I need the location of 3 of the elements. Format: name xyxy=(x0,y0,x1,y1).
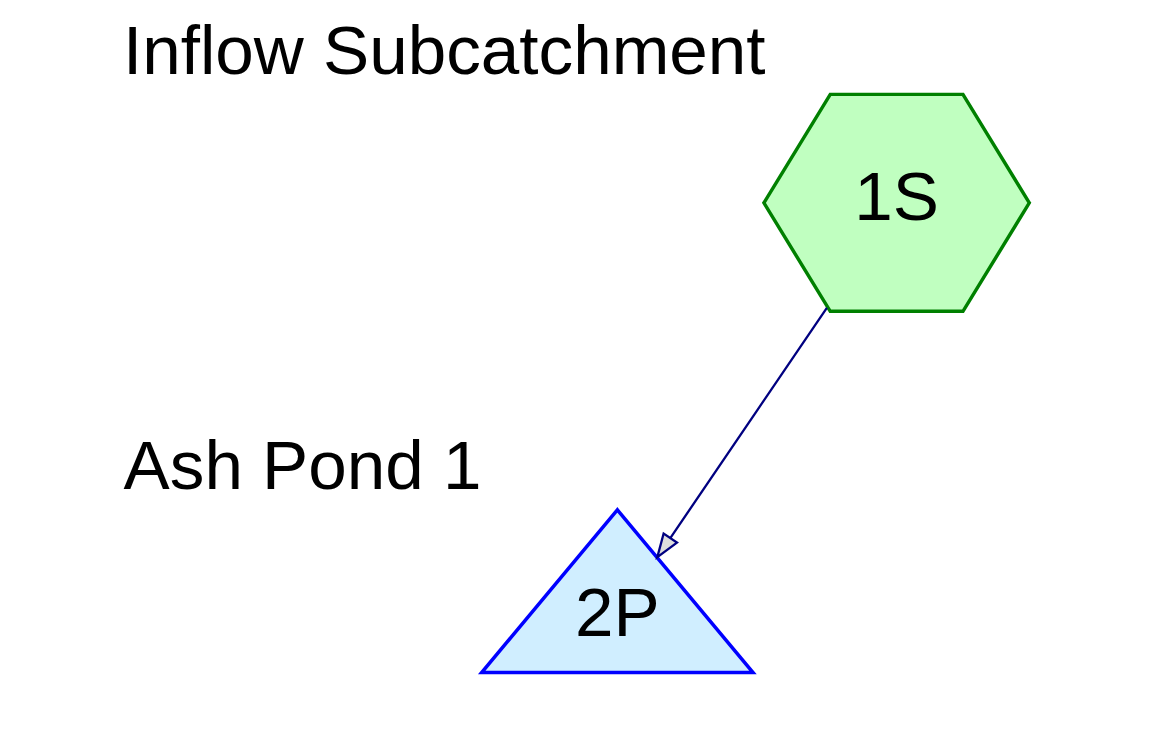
node-label: Inflow Subcatchment xyxy=(122,10,766,89)
arrow xyxy=(655,306,828,560)
node-label: Ash Pond 1 xyxy=(123,425,482,504)
